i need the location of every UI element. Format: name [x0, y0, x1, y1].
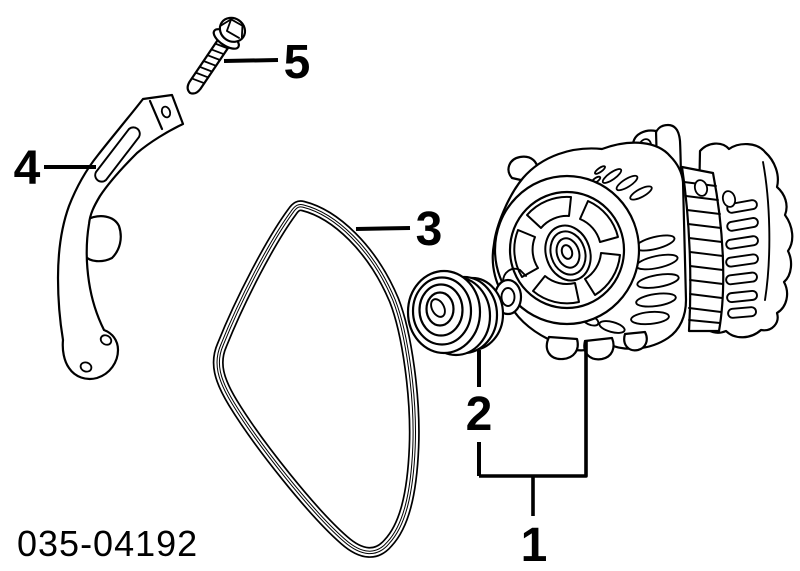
alternator-rear-fold-line [762, 161, 771, 301]
callout-label-4: 4 [13, 142, 41, 195]
bolt-drawing [186, 16, 247, 95]
alternator-rear-hole-2 [721, 190, 737, 208]
pulley-drawing [406, 269, 505, 357]
bracket-end-hole [160, 105, 172, 119]
callout-label-5: 5 [283, 36, 311, 89]
callout-label-3: 3 [415, 203, 443, 256]
bracket-side-tab [83, 215, 122, 263]
callout-label-2: 2 [465, 388, 493, 441]
alternator-front-ring-inner [508, 190, 626, 310]
diagram-code: 035-04192 [17, 523, 199, 564]
bolt-threads [190, 42, 229, 85]
leader-line-3 [355, 226, 411, 231]
callout-label-1: 1 [520, 519, 548, 571]
alternator-upper-vents [590, 165, 653, 201]
alternator-rear-hole-1 [693, 179, 709, 197]
belt-drawing [212, 200, 420, 558]
alternator-drawing [491, 123, 794, 361]
bracket-slot [94, 126, 141, 183]
alternator-rear-fins [725, 199, 759, 319]
leader-line-5 [223, 58, 279, 63]
pulley-center-hole [430, 298, 446, 318]
callout-leader-lines [44, 58, 588, 516]
leader-line-1-bracket [479, 340, 588, 516]
bracket-foot-hole-2 [79, 361, 93, 373]
bracket-drawing [56, 93, 185, 381]
pulley-groove-ring-1 [411, 276, 473, 346]
bracket-end-cap-line [148, 99, 164, 131]
alternator-bottom-lugs [545, 330, 648, 361]
pulley-groove-ring-3 [425, 291, 455, 327]
alternator-shaft-hub [544, 224, 592, 282]
bracket-foot-hole-1 [99, 334, 113, 346]
alternator-side-vents [580, 234, 680, 334]
bracket-body [56, 93, 185, 381]
pulley-groove-ring-2 [418, 283, 464, 337]
